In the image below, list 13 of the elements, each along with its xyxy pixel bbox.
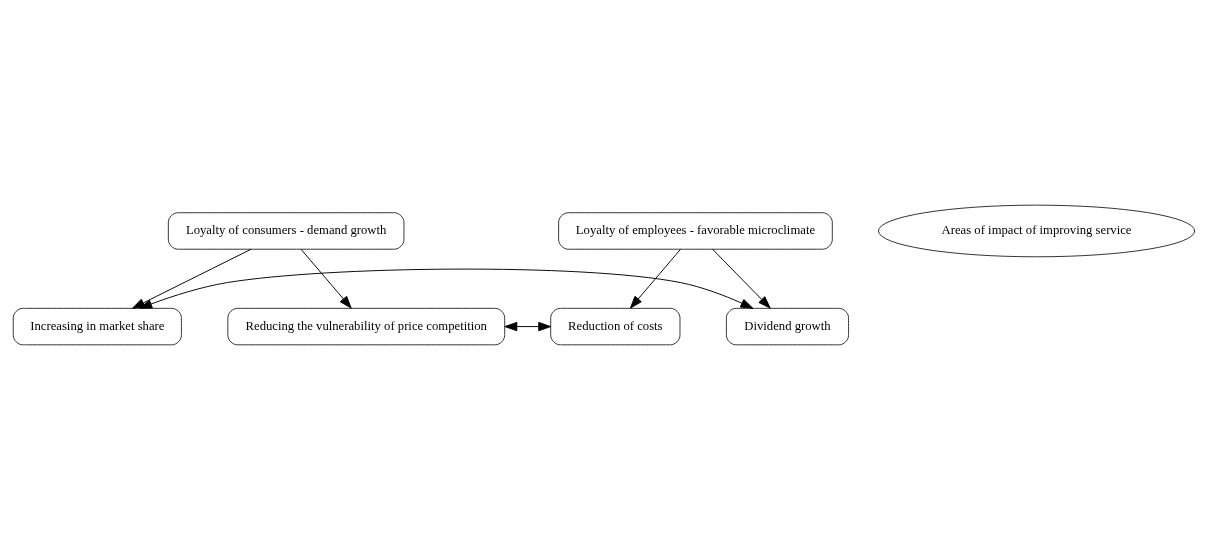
node-box: Dividend growth [726,307,849,346]
node-box: Reduction of costs [550,307,681,346]
arrow [132,248,252,309]
node-box: Reducing the vulnerability of price competition [227,307,506,346]
arrow [712,248,771,309]
arrow [300,248,352,309]
arrow [139,268,754,309]
arrow [629,248,682,309]
node-ellipse: Areas of impact of improving service [878,204,1196,258]
arrow [504,321,552,332]
node-box: Increasing in market share [12,307,182,346]
node-box: Loyalty of consumers - demand growth [167,212,405,250]
node-box: Loyalty of employees - favorable microclimate [558,212,833,250]
